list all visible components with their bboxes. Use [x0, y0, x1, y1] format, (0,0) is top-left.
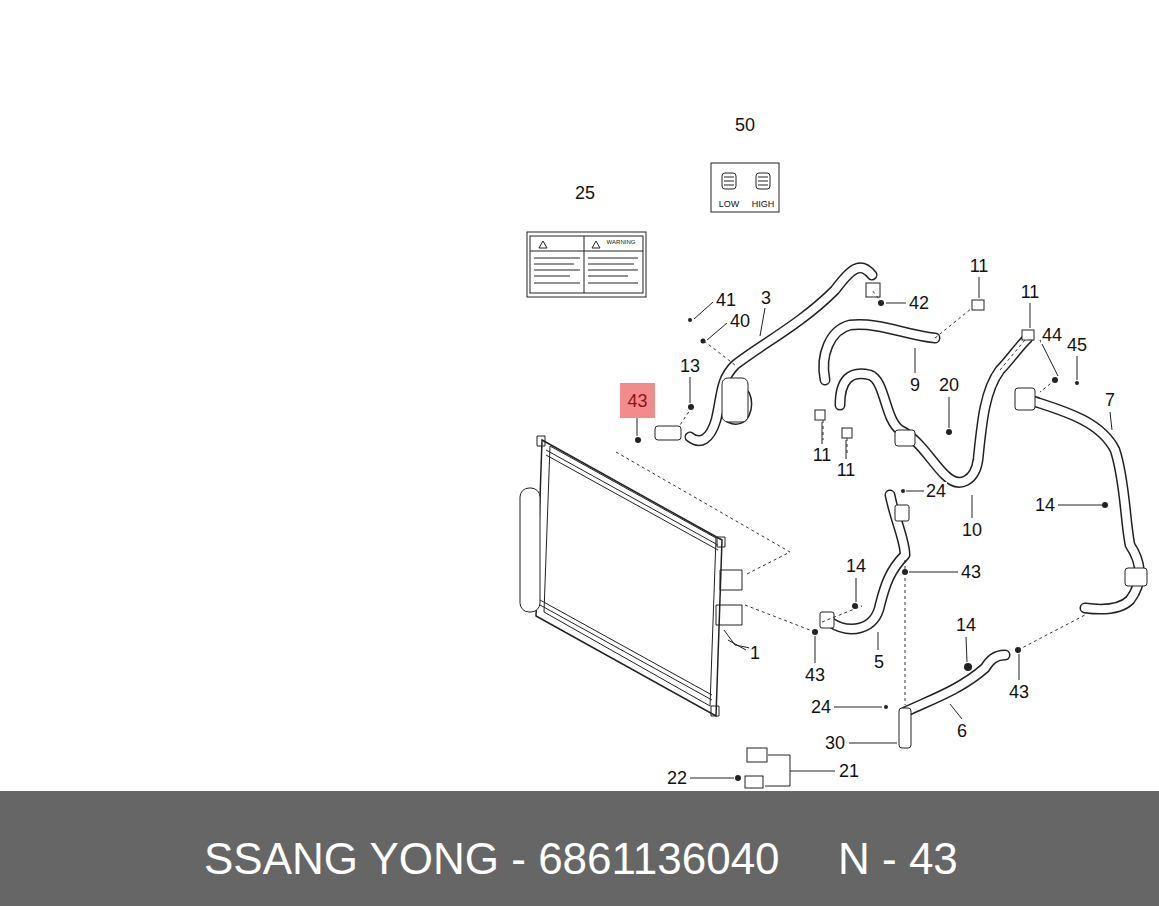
- icon-caption: HIGH: [752, 200, 775, 209]
- icon-caption: LOW: [719, 200, 740, 209]
- callout-number: 10: [961, 521, 983, 539]
- callout-number: 50: [735, 116, 755, 134]
- callout-number: 43: [1008, 683, 1030, 701]
- callout-number: 14: [955, 616, 977, 634]
- callout-number: 14: [1034, 496, 1056, 514]
- callout-number: 5: [873, 653, 885, 671]
- callout-number: 44: [1041, 326, 1063, 344]
- footer-band: SSANG YONG - 6861136040 N - 43: [0, 791, 1159, 906]
- callout-number: 11: [812, 446, 833, 464]
- warning-label-outline: [527, 232, 646, 297]
- callout-number: 7: [1104, 391, 1116, 409]
- part-reference: N - 43: [838, 837, 958, 881]
- callout-number: 14: [845, 557, 867, 575]
- callout-number: 30: [824, 734, 846, 752]
- callout-number: 9: [909, 376, 921, 394]
- callout-number: 22: [666, 769, 688, 787]
- callout-number: 3: [760, 289, 772, 307]
- callout-number: 43: [960, 563, 982, 581]
- callout-number: 45: [1066, 336, 1088, 354]
- label-heading: WARNING: [607, 239, 636, 245]
- callout-number: 6: [956, 722, 968, 740]
- label-box: 50LOWHIGH: [711, 163, 779, 212]
- warning-label: 25WARNING: [527, 232, 646, 297]
- callout-number: 42: [908, 294, 930, 312]
- callout-number: 24: [810, 698, 832, 716]
- callout-number: 40: [729, 312, 751, 330]
- callout-number: 24: [925, 482, 947, 500]
- highlight-box: 43: [620, 383, 655, 418]
- callout-number: 1: [749, 644, 761, 662]
- callout-number: 11: [1020, 283, 1041, 301]
- callout-number: 20: [938, 376, 960, 394]
- label-box-outline: [711, 163, 779, 212]
- callout-number: 43: [627, 392, 647, 410]
- callout-number: 11: [836, 461, 857, 479]
- callout-number: 25: [575, 184, 595, 202]
- callout-number: 13: [679, 357, 701, 375]
- callout-number: 41: [715, 291, 737, 309]
- part-number: SSANG YONG - 6861136040: [204, 837, 780, 881]
- callout-number: 43: [804, 666, 826, 684]
- callout-number: 21: [838, 762, 860, 780]
- callout-number: 11: [969, 257, 990, 275]
